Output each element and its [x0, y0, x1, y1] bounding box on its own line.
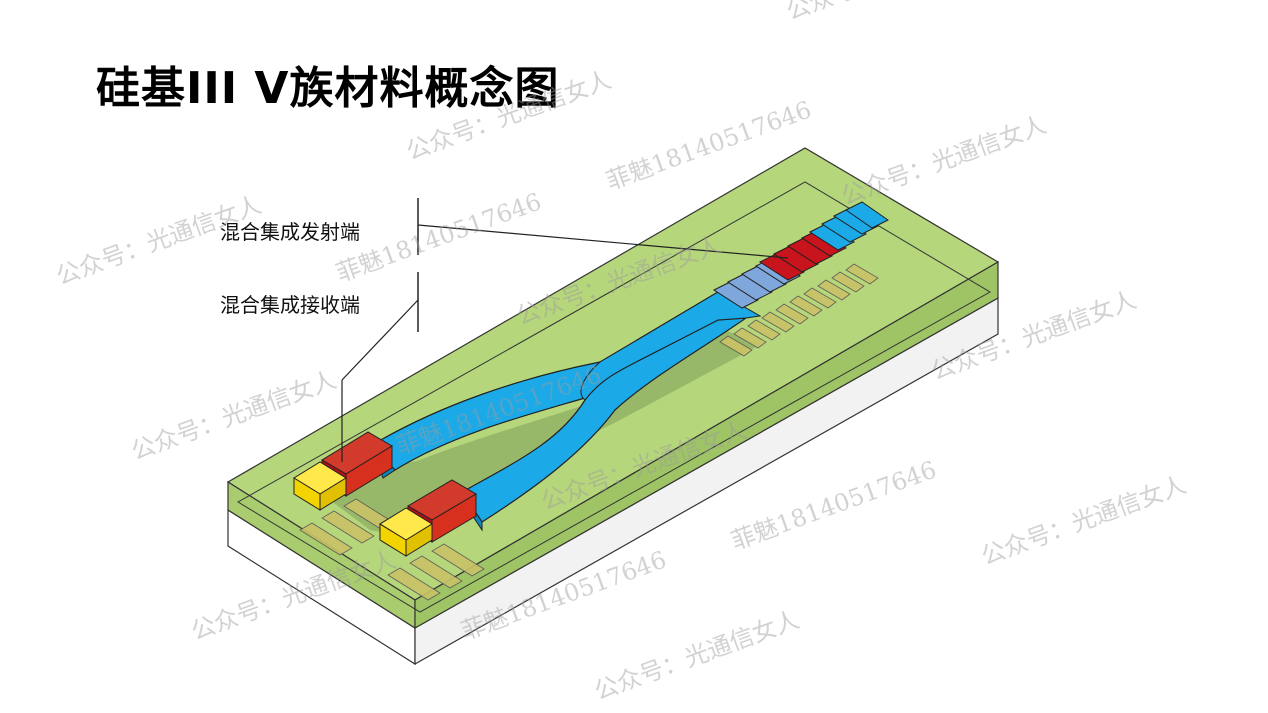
page-title: 硅基III V族材料概念图 [96, 63, 560, 114]
watermark-contact: 菲魅18140517646 [727, 455, 940, 555]
upper-right-array [712, 201, 889, 309]
watermark-contact: 菲魅18140517646 [332, 187, 545, 287]
receiver-leader-line [341, 299, 419, 381]
lower-left-chips [293, 431, 477, 557]
electrode-pads [299, 263, 879, 601]
watermark-account: 公众号：光通信女人 [782, 0, 995, 26]
watermark-account: 公众号：光通信女人 [590, 605, 803, 705]
waveguide-shadow [330, 330, 760, 540]
waveguide-lower-arm [461, 317, 749, 523]
watermark-account: 公众号：光通信女人 [402, 65, 615, 165]
watermark-account: 公众号：光通信女人 [837, 110, 1050, 210]
waveguide-trunk [580, 291, 762, 401]
transmitter-label: 混合集成发射端 [220, 220, 360, 244]
transmitter-leader-line [417, 224, 789, 259]
cladding-outline [237, 181, 991, 613]
watermark-account: 公众号：光通信女人 [977, 470, 1190, 570]
receiver-label: 混合集成接收端 [220, 293, 360, 317]
substrate-right [414, 260, 999, 630]
